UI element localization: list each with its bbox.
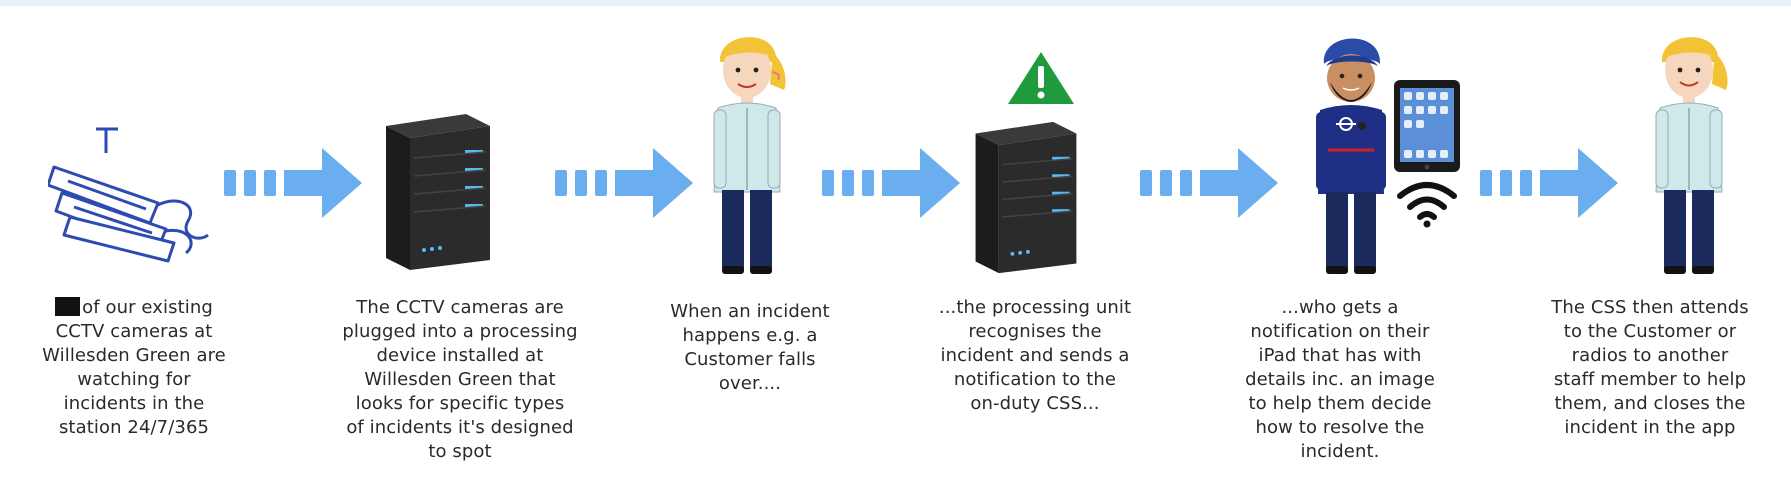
- caption-line: iPad that has with: [1258, 345, 1422, 366]
- step-4-caption: ...the processing unit recognises the in…: [915, 296, 1155, 416]
- caption-line: over....: [718, 373, 782, 394]
- customer-person-icon-2: [1655, 37, 1728, 274]
- redacted-number-block: [55, 297, 81, 316]
- step-5-caption: ...who gets a notification on their iPad…: [1215, 296, 1465, 464]
- caption-line: station 24/7/365: [58, 417, 210, 438]
- flow-arrow-1: [224, 148, 362, 218]
- wifi-icon: [1397, 182, 1457, 228]
- flow-arrow-4: [1140, 148, 1278, 218]
- caption-line: incident and sends a: [940, 345, 1130, 366]
- caption-line: Willesden Green are: [42, 345, 226, 366]
- caption-line: incidents in the: [63, 393, 205, 414]
- caption-line: to spot: [428, 441, 492, 462]
- caption-line: happens e.g. a: [682, 325, 818, 346]
- flow-arrow-3: [822, 148, 960, 218]
- caption-line: of our existing: [14, 296, 254, 320]
- caption-line: radios to another: [1571, 345, 1729, 366]
- cctv-cameras-icon: [48, 127, 209, 263]
- caption-line: staff member to help: [1553, 369, 1747, 390]
- caption-line: The CCTV cameras are: [356, 297, 564, 318]
- caption-line: to help them decide: [1248, 393, 1432, 414]
- caption-line: ...the processing unit: [938, 297, 1132, 318]
- server-icon-2: [975, 121, 1077, 274]
- caption-line-text: of our existing: [82, 297, 213, 318]
- step-1-caption: of our existing CCTV cameras at Willesde…: [14, 296, 254, 440]
- caption-line: them, and closes the: [1554, 393, 1746, 414]
- caption-line: watching for: [77, 369, 191, 390]
- flow-arrow-5: [1480, 148, 1618, 218]
- caption-line: When an incident: [670, 301, 830, 322]
- caption-line: of incidents it's designed: [346, 417, 574, 438]
- tablet-icon: [1394, 80, 1460, 172]
- caption-line: notification to the: [953, 369, 1117, 390]
- caption-line: Willesden Green that: [364, 369, 556, 390]
- customer-person-icon: [713, 37, 786, 274]
- staff-member-icon: [1316, 38, 1386, 274]
- caption-line: details inc. an image: [1245, 369, 1435, 390]
- caption-line: on-duty CSS...: [970, 393, 1100, 414]
- caption-line: looks for specific types: [355, 393, 565, 414]
- caption-line: incident.: [1300, 441, 1380, 462]
- server-icon: [386, 114, 490, 270]
- caption-line: device installed at: [376, 345, 544, 366]
- cropped-top-strip: [0, 0, 1791, 6]
- step-6-caption: The CSS then attends to the Customer or …: [1520, 296, 1780, 440]
- step-2-caption: The CCTV cameras are plugged into a proc…: [315, 296, 605, 464]
- caption-line: incident in the app: [1564, 417, 1736, 438]
- caption-line: CCTV cameras at: [55, 321, 213, 342]
- caption-line: The CSS then attends: [1551, 297, 1749, 318]
- caption-line: plugged into a processing: [342, 321, 578, 342]
- caption-line: Customer falls: [684, 349, 816, 370]
- flow-arrow-2: [555, 148, 693, 218]
- warning-triangle-icon: [1008, 52, 1074, 104]
- caption-line: to the Customer or: [1563, 321, 1737, 342]
- caption-line: ...who gets a: [1281, 297, 1399, 318]
- caption-line: how to resolve the: [1255, 417, 1425, 438]
- caption-line: recognises the: [968, 321, 1102, 342]
- caption-line: notification on their: [1250, 321, 1430, 342]
- step-3-caption: When an incident happens e.g. a Customer…: [650, 300, 850, 396]
